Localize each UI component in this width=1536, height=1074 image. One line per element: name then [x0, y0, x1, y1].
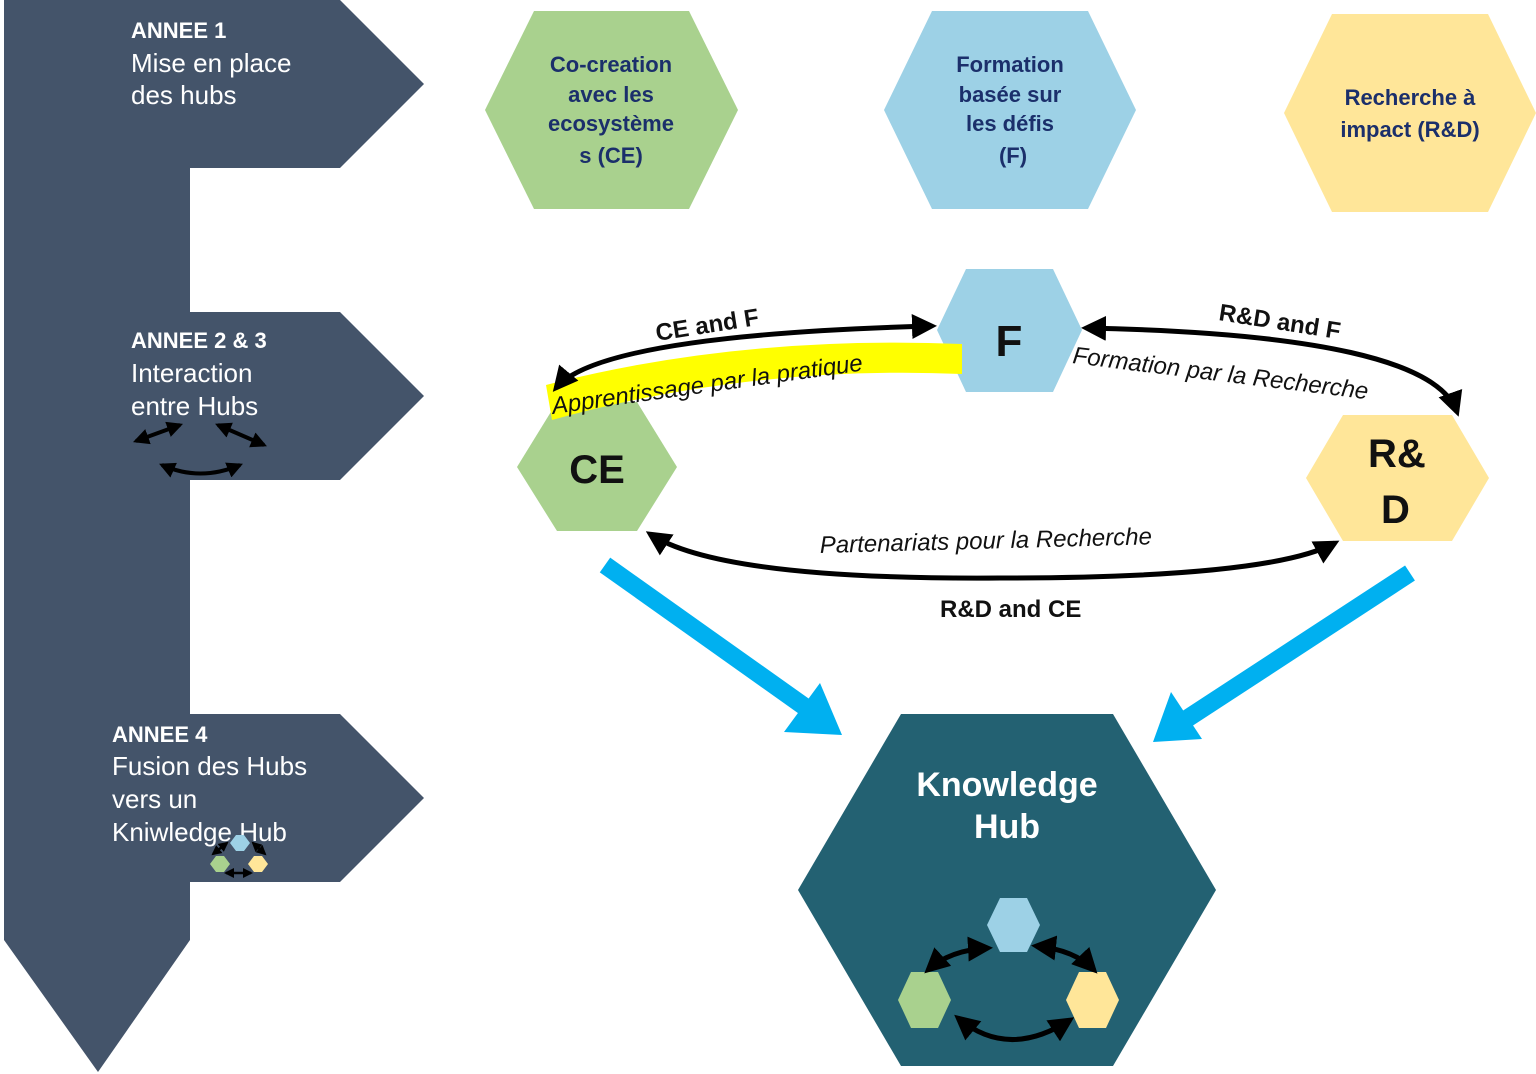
- formation-recherche-text: Formation par la Recherche: [1071, 342, 1370, 405]
- year1-chevron: [150, 0, 424, 168]
- interaction-ce-hexagon: [517, 402, 677, 531]
- knowledge-hub-inner-icon: [898, 898, 1119, 1042]
- hub-ce-line1: Co-creation: [550, 52, 672, 77]
- partenariats-text: Partenariats pour la Recherche: [819, 523, 1152, 559]
- timeline-spine: [4, 0, 190, 1072]
- hub-rd-hexagon: [1284, 14, 1536, 212]
- knowledge-hub-line2: Hub: [974, 808, 1040, 846]
- year1-line2: des hubs: [131, 80, 237, 110]
- hub-rd-line1: Recherche à: [1345, 85, 1477, 110]
- arrow-f-rd: [1081, 315, 1463, 417]
- interaction-f-label: F: [996, 317, 1023, 366]
- hub-rd-line2: impact (R&D): [1340, 117, 1479, 142]
- knowledge-hub-hexagon: [798, 714, 1216, 1066]
- knowledge-hub-line1: Knowledge: [916, 766, 1097, 804]
- year4-chevron: [150, 714, 424, 882]
- blue-arrow-right: [1153, 565, 1415, 742]
- inner-ce-hexagon: [898, 972, 951, 1028]
- year4-title: ANNEE 4: [112, 722, 208, 747]
- inner-rd-hexagon: [1066, 972, 1119, 1028]
- hub-ce-line3: ecosystème: [548, 111, 674, 136]
- interaction-rd-line1: R&: [1368, 432, 1426, 476]
- interaction-rd-hexagon: [1306, 415, 1489, 541]
- year23-title: ANNEE 2 & 3: [131, 328, 267, 353]
- year23-line1: Interaction: [131, 358, 252, 388]
- year1-title: ANNEE 1: [131, 18, 226, 43]
- hub-ce-line2: avec les: [568, 82, 654, 107]
- blue-arrow-left: [599, 557, 842, 735]
- mini-hub-icon: [210, 835, 268, 878]
- interaction-f-hexagon: [937, 269, 1082, 392]
- interaction-ce-label: CE: [569, 448, 625, 492]
- hub-f-line1: Formation: [956, 52, 1064, 77]
- interaction-rd-line2: D: [1381, 488, 1410, 532]
- hub-ce-hexagon: [485, 11, 738, 209]
- year4-line3: Kniwledge Hub: [112, 817, 287, 847]
- hub-f-line4: (F): [999, 143, 1027, 168]
- year4-line1: Fusion des Hubs: [112, 751, 307, 781]
- mini-interaction-arrows: [132, 421, 267, 478]
- hub-f-line3: les défis: [966, 111, 1054, 136]
- arrow-ce-rd: [645, 531, 1340, 581]
- year4-line2: vers un: [112, 784, 197, 814]
- arrow-ce-f: [552, 314, 937, 392]
- hub-ce-line4: s (CE): [579, 143, 643, 168]
- year23-line2: entre Hubs: [131, 391, 258, 421]
- hub-f-line2: basée sur: [959, 82, 1062, 107]
- year1-line1: Mise en place: [131, 48, 291, 78]
- edge-rd-ce-label: R&D and CE: [940, 596, 1081, 623]
- hub-f-hexagon: [884, 11, 1136, 209]
- inner-f-hexagon: [987, 898, 1040, 952]
